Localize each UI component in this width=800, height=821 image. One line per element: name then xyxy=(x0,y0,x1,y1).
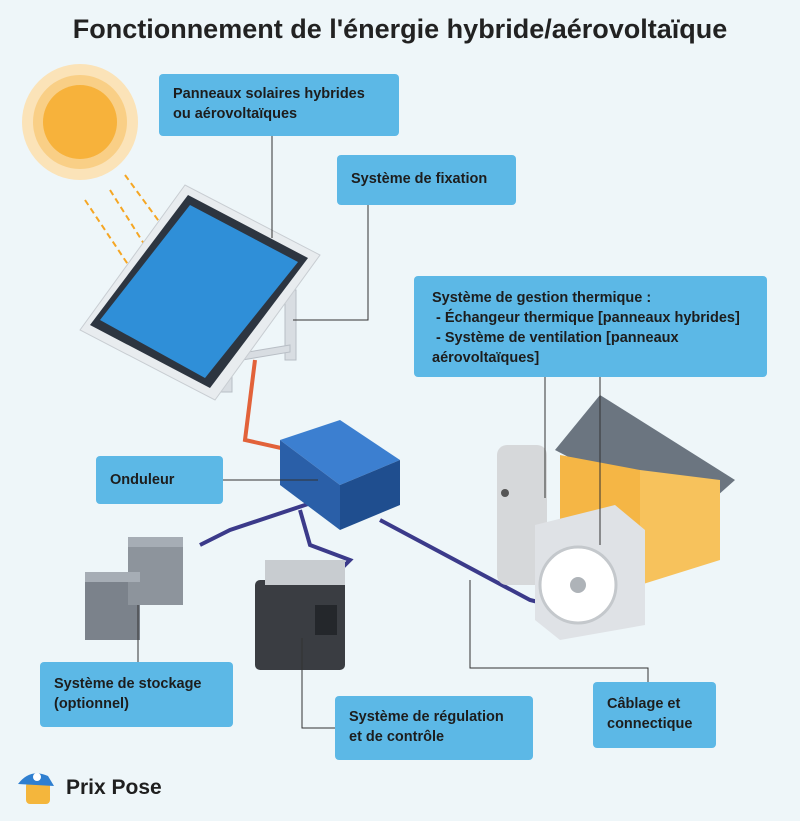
label-line: Système de gestion thermique : xyxy=(432,290,652,306)
inverter xyxy=(280,420,400,530)
label-storage: Système de stockage (optionnel) xyxy=(40,662,233,727)
mascot-cap-logo xyxy=(18,773,54,804)
label-line: Panneaux solaires hybrides xyxy=(173,86,365,102)
label-line: connectique xyxy=(607,716,693,732)
label-line: Système de stockage xyxy=(54,676,202,692)
leader-lines xyxy=(137,135,649,729)
label-line: (optionnel) xyxy=(54,696,129,712)
label-inverter: Onduleur xyxy=(96,456,223,504)
label-line: Câblage et xyxy=(607,696,681,712)
label-line: aérovoltaïques] xyxy=(432,350,540,366)
label-line: - Système de ventilation [panneaux xyxy=(432,330,679,346)
label-line: - Échangeur thermique [panneaux hybrides… xyxy=(432,310,740,326)
sun-icon xyxy=(22,64,138,180)
regulation-unit xyxy=(255,560,345,670)
label-regulation: Système de régulation et de contrôle xyxy=(335,696,533,760)
ventilation-unit xyxy=(535,505,645,640)
thermal-tank xyxy=(497,445,547,585)
label-panels: Panneaux solaires hybrides ou aérovoltaï… xyxy=(159,74,399,136)
label-thermal: Système de gestion thermique : - Échange… xyxy=(414,276,767,377)
dc-cable xyxy=(242,359,291,452)
solar-panel xyxy=(79,184,321,401)
label-cabling: Câblage et connectique xyxy=(593,682,716,748)
label-line: Système de régulation xyxy=(349,709,504,725)
label-mounting: Système de fixation xyxy=(337,155,516,205)
brand-name: Prix Pose xyxy=(66,776,162,799)
label-line: et de contrôle xyxy=(349,729,445,745)
label-line: Système de fixation xyxy=(351,171,488,187)
label-line: ou aérovoltaïques xyxy=(173,106,298,122)
label-line: Onduleur xyxy=(110,472,175,488)
battery-storage xyxy=(85,537,183,640)
page-title: Fonctionnement de l'énergie hybride/aéro… xyxy=(72,14,728,44)
